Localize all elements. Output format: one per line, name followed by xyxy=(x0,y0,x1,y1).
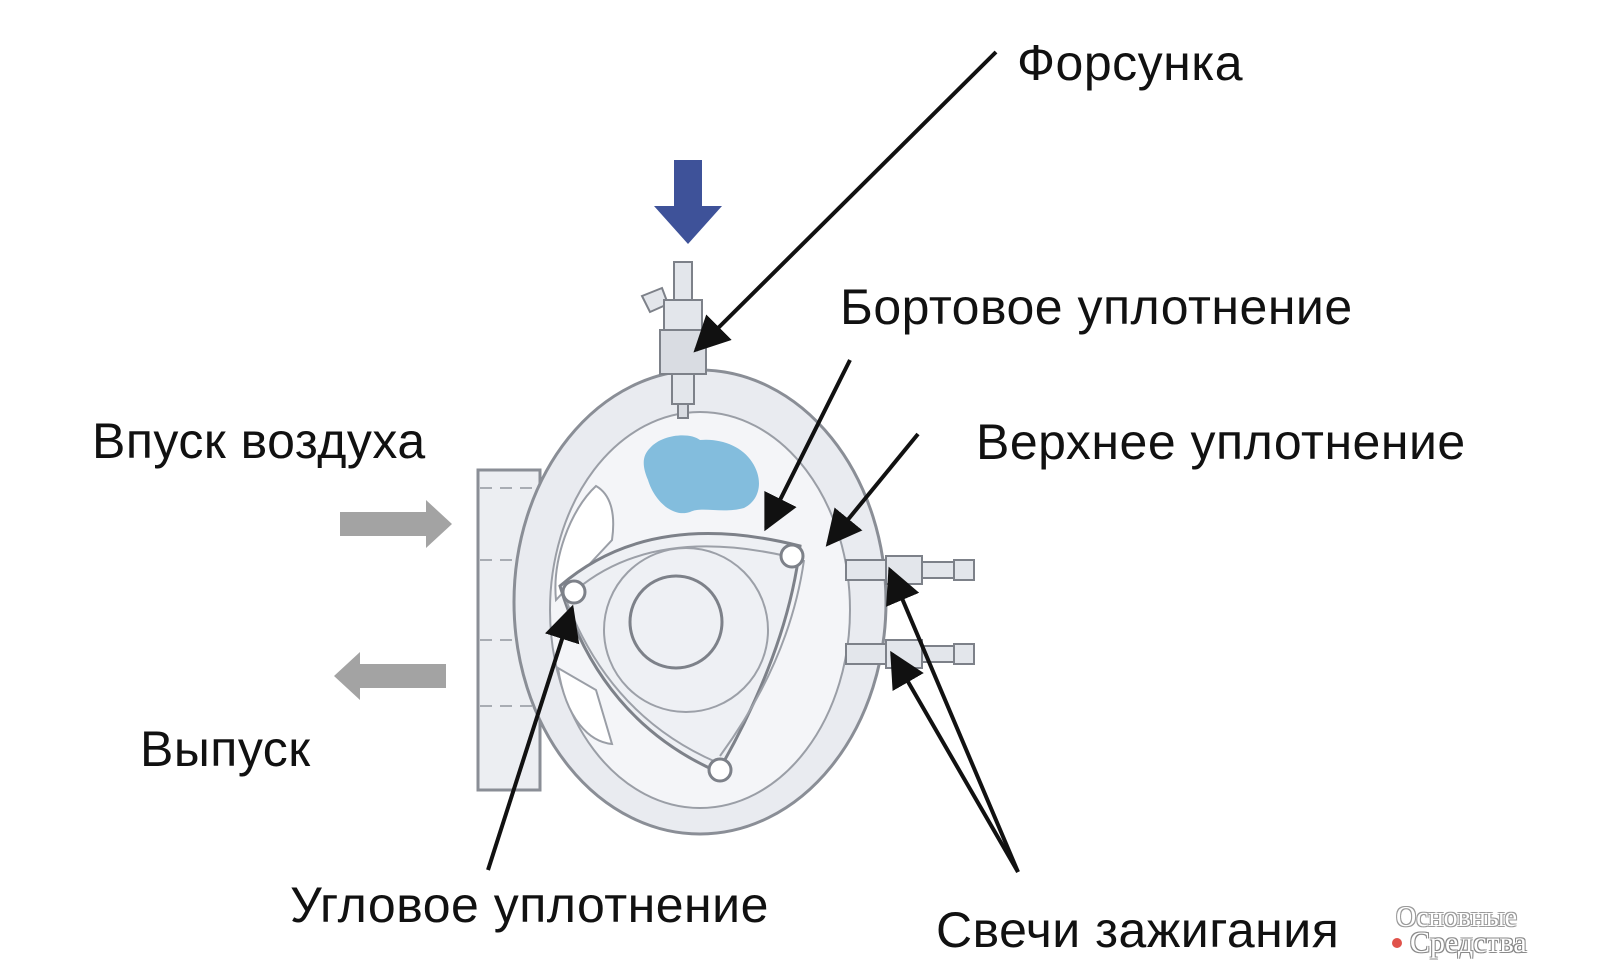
air-intake-label: Впуск воздуха xyxy=(92,413,426,469)
left-arrow-icon xyxy=(334,652,446,700)
leader-plug-lower xyxy=(890,650,1020,874)
corner-seal-bottom xyxy=(707,757,733,783)
fuel-spray xyxy=(643,435,759,514)
injector xyxy=(640,261,707,419)
exhaust-label: Выпуск xyxy=(140,721,311,777)
spark-plug-upper xyxy=(845,555,975,585)
corner-seal-label: Угловое уплотнение xyxy=(290,877,769,933)
watermark-dot xyxy=(1392,938,1402,948)
eccentric-shaft xyxy=(628,574,724,670)
leader-lines xyxy=(486,50,1020,874)
spark-plugs-label: Свечи зажигания xyxy=(936,902,1340,958)
watermark-line-1: Основные xyxy=(1396,902,1518,933)
publisher-watermark: Основные Средства xyxy=(1384,902,1590,960)
side-seal-label: Бортовое уплотнение xyxy=(840,279,1353,335)
corner-seal-left xyxy=(561,579,587,605)
leader-side-seal xyxy=(764,359,852,532)
leader-corner-seal xyxy=(486,604,580,871)
down-arrow-icon xyxy=(654,160,722,244)
right-arrow-icon xyxy=(340,500,452,548)
corner-seal-right xyxy=(779,543,805,569)
intake-port-window xyxy=(554,484,615,603)
spark-plug-lower xyxy=(845,639,975,669)
leader-injector xyxy=(693,50,998,353)
rotor-bore xyxy=(603,547,769,713)
leader-plug-upper xyxy=(886,566,1020,873)
exhaust-port-window xyxy=(556,666,614,746)
apex-seal-label: Верхнее уплотнение xyxy=(976,414,1466,470)
watermark-line-2: Средства xyxy=(1410,926,1527,959)
leader-apex-seal xyxy=(825,432,920,547)
injector-label: Форсунка xyxy=(1017,35,1244,91)
